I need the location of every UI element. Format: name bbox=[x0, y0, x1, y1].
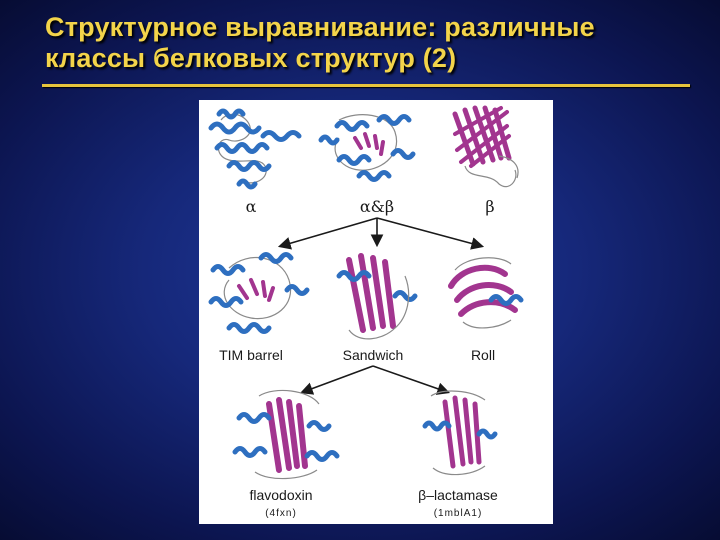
arrow-to-tim-barrel bbox=[277, 217, 378, 250]
arrow-to-beta-lactamase bbox=[372, 365, 451, 395]
code-flavodoxin: (4fxn) bbox=[265, 508, 297, 519]
slide-title: Структурное выравнивание: различные клас… bbox=[45, 12, 705, 74]
slide-title-line-2: классы белковых структур (2) bbox=[45, 43, 457, 73]
arrow-to-roll bbox=[376, 217, 485, 250]
title-underline bbox=[42, 84, 690, 87]
label-beta-lactamase: β–lactamase bbox=[418, 487, 498, 503]
label-roll: Roll bbox=[471, 347, 495, 363]
label-beta: β bbox=[485, 197, 494, 216]
slide-title-line-1: Структурное выравнивание: различные bbox=[45, 12, 595, 42]
tim-barrel-structure bbox=[208, 252, 310, 334]
roll-structure bbox=[448, 257, 524, 329]
alpha-beta-class-structure bbox=[318, 114, 416, 182]
beta-lactamase-structure bbox=[422, 390, 498, 476]
arrow-to-flavodoxin bbox=[300, 365, 374, 395]
sandwich-structure bbox=[336, 253, 418, 340]
label-flavodoxin: flavodoxin bbox=[249, 487, 312, 503]
code-beta-lactamase: (1mblA1) bbox=[434, 508, 483, 519]
alpha-class-structure bbox=[208, 108, 302, 190]
protein-classification-figure: α α&β β TIM barrel Sandwich bbox=[199, 100, 553, 524]
label-alpha: α bbox=[246, 197, 257, 216]
label-tim-barrel: TIM barrel bbox=[219, 347, 283, 363]
label-sandwich: Sandwich bbox=[343, 347, 404, 363]
flavodoxin-structure bbox=[232, 389, 340, 480]
label-alpha-beta: α&β bbox=[360, 197, 394, 216]
beta-class-structure bbox=[452, 105, 519, 188]
figure-canvas: α α&β β TIM barrel Sandwich bbox=[208, 105, 524, 519]
